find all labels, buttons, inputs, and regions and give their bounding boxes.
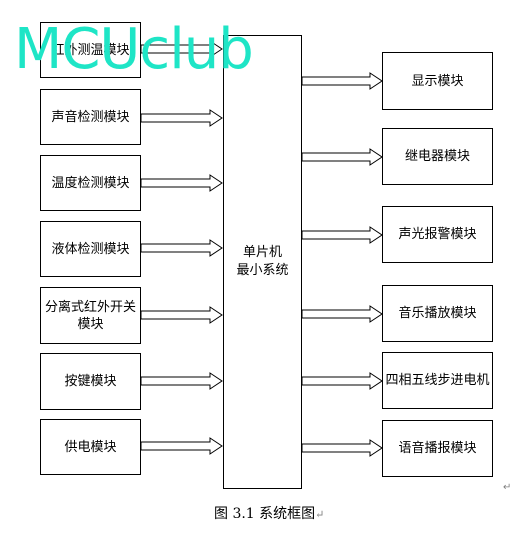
input-label: 温度检测模块 (51, 175, 130, 191)
output-box-music: 音乐播放模块 (382, 285, 493, 342)
mcu-label-line2: 最小系统 (236, 263, 289, 278)
arrow-output-4 (301, 305, 383, 323)
arrow-input-7 (140, 437, 223, 455)
figure-caption: 图 3.1 系统框图↵ (214, 503, 324, 523)
output-label: 显示模块 (411, 73, 464, 89)
output-box-alarm: 声光报警模块 (382, 206, 493, 263)
output-label: 继电器模块 (404, 149, 470, 164)
arrow-output-1 (301, 72, 383, 90)
input-box-temperature: 温度检测模块 (40, 155, 141, 211)
paragraph-mark-icon: ↵ (503, 482, 512, 493)
input-label: 红外测温模块 (51, 42, 130, 58)
arrow-input-4 (140, 239, 223, 257)
output-box-voice: 语音播报模块 (382, 420, 493, 477)
arrow-input-6 (140, 372, 223, 390)
input-box-ir-switch: 分离式红外开关模块 (40, 287, 141, 344)
input-box-keys: 按键模块 (40, 353, 141, 410)
input-label: 液体检测模块 (51, 241, 130, 257)
input-box-power: 供电模块 (40, 419, 141, 475)
output-box-display: 显示模块 (382, 52, 493, 110)
arrow-output-2 (301, 148, 383, 166)
arrow-output-5 (301, 372, 383, 390)
arrow-output-3 (301, 226, 383, 244)
caption-text: 图 3.1 系统框图 (214, 506, 316, 522)
output-label: 四相五线步进电机 (385, 373, 490, 388)
paragraph-mark-icon: ↵ (315, 508, 325, 521)
arrow-input-3 (140, 174, 223, 192)
input-box-infrared-temp: 红外测温模块 (40, 22, 141, 78)
arrow-input-2 (140, 109, 223, 127)
arrow-input-1 (140, 40, 223, 58)
input-label: 供电模块 (64, 439, 117, 455)
watermark-logo: MCUclub (14, 17, 254, 82)
output-label: 音乐播放模块 (398, 306, 477, 321)
mcu-box: 单片机 最小系统 (223, 35, 302, 489)
input-label: 按键模块 (64, 374, 117, 389)
input-label: 声音检测模块 (51, 109, 130, 125)
input-box-liquid: 液体检测模块 (40, 221, 141, 277)
mcu-label-line1: 单片机 (242, 245, 282, 260)
input-label: 分离式红外开关模块 (45, 299, 137, 332)
output-label: 语音播报模块 (398, 441, 477, 456)
arrow-input-5 (140, 306, 223, 324)
output-box-relay: 继电器模块 (382, 128, 493, 185)
arrow-output-6 (301, 439, 383, 457)
output-label: 声光报警模块 (398, 227, 477, 242)
output-box-stepper-motor: 四相五线步进电机 (382, 352, 493, 409)
input-box-sound: 声音检测模块 (40, 89, 141, 145)
